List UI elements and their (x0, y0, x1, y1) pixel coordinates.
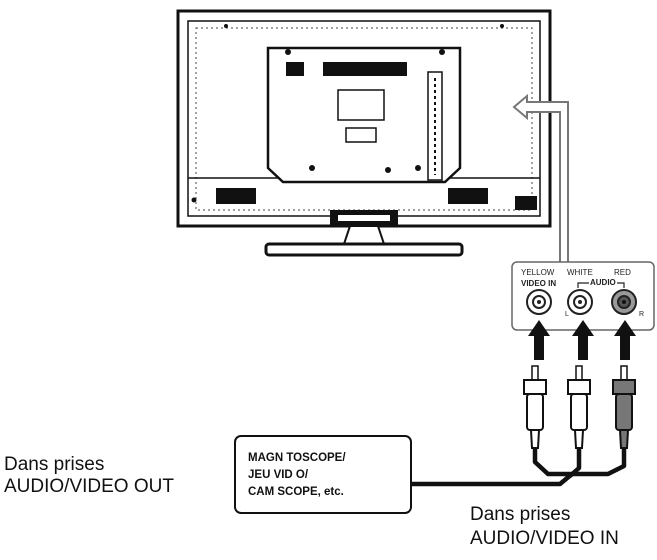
tv-in-label: Dans prises AUDIO/VIDEO IN (470, 504, 619, 549)
rca-plug-yellow (523, 365, 547, 449)
audio-r-jack (611, 289, 637, 315)
cable-bundle (412, 448, 627, 487)
insert-arrows (528, 320, 636, 360)
tv-back (176, 9, 552, 257)
device-label: MAGN TOSCOPE/ JEU VID O/ CAM SCOPE, etc. (248, 452, 346, 498)
source-device-box: MAGN TOSCOPE/ JEU VID O/ CAM SCOPE, etc. (234, 435, 412, 514)
video-in-jack (526, 289, 552, 315)
red-label: RED (614, 268, 631, 277)
left-channel-label: L (565, 311, 569, 318)
rca-plug-red (612, 365, 636, 449)
audio-l-jack (567, 289, 593, 315)
white-label: WHITE (567, 268, 593, 277)
yellow-label: YELLOW (521, 268, 555, 277)
video-in-label: VIDEO IN (521, 279, 557, 288)
right-channel-label: R (639, 311, 645, 318)
jack-panel (511, 261, 655, 331)
audio-label: AUDIO (589, 278, 617, 287)
rca-plug-white (567, 365, 591, 449)
input-arrow (512, 93, 569, 262)
source-out-label: Dans prises AUDIO/VIDEO OUT (4, 454, 174, 497)
